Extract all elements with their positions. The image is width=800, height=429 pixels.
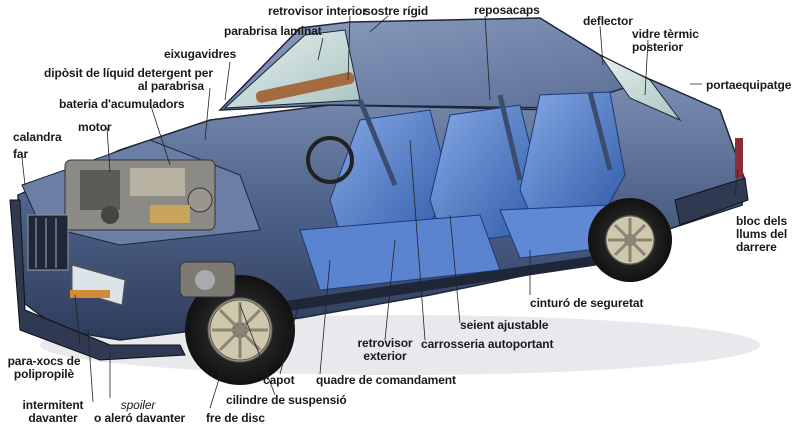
label-cinturo: cinturó de seguretat bbox=[530, 296, 644, 310]
label-bloc-1: bloc dels bbox=[736, 214, 788, 228]
label-retrovisor-exterior-2: exterior bbox=[363, 349, 407, 363]
front-wheel bbox=[185, 275, 295, 385]
label-far: far bbox=[13, 147, 29, 161]
engine bbox=[64, 159, 216, 231]
rear-window bbox=[599, 54, 682, 122]
label-cilindre: cilindre de suspensió bbox=[226, 393, 347, 407]
rear-wheel bbox=[588, 198, 672, 282]
label-deflector: deflector bbox=[583, 14, 633, 28]
label-motor: motor bbox=[78, 120, 112, 134]
label-fre: fre de disc bbox=[206, 411, 265, 425]
rear-light bbox=[735, 138, 743, 178]
label-seient: seient ajustable bbox=[460, 318, 549, 332]
label-sostre-rigid: sostre rígid bbox=[364, 4, 429, 18]
headlight bbox=[71, 264, 126, 306]
interior bbox=[299, 91, 631, 291]
label-reposacaps: reposacaps bbox=[474, 3, 540, 17]
label-intermitent-1: intermitent bbox=[22, 398, 84, 412]
label-paraxocs-2: polipropilè bbox=[13, 367, 75, 381]
rear-bumper bbox=[674, 177, 749, 226]
label-eixugavidres: eixugavidres bbox=[164, 47, 237, 61]
suspension bbox=[179, 261, 236, 298]
label-spoiler-italic: spoiler bbox=[120, 398, 156, 412]
side-stripe bbox=[190, 232, 665, 325]
label-capot: capot bbox=[263, 373, 295, 387]
label-vidre-termic-2: posterior bbox=[632, 40, 684, 54]
label-bloc-3: darrere bbox=[736, 240, 777, 254]
label-vidre-termic-1: vidre tèrmic bbox=[632, 27, 699, 41]
label-intermitent-2: davanter bbox=[28, 411, 78, 425]
grille bbox=[27, 214, 69, 271]
label-spoiler-1: spoiler bbox=[94, 398, 182, 412]
label-bateria: bateria d'acumuladors bbox=[59, 97, 185, 111]
front-indicator bbox=[70, 290, 110, 298]
leader-lines bbox=[21, 15, 739, 409]
label-quadre: quadre de comandament bbox=[316, 373, 456, 387]
label-retrovisor-interior: retrovisor interior bbox=[268, 4, 367, 18]
label-paraxocs-1: para-xocs de bbox=[7, 354, 81, 368]
label-carrosseria: carrosseria autoportant bbox=[421, 337, 554, 351]
door-pillars bbox=[357, 91, 613, 186]
label-retrovisor-exterior-1: retrovisor bbox=[357, 336, 413, 350]
dashboard-bar bbox=[255, 72, 355, 103]
front-bumper bbox=[9, 199, 186, 361]
label-parabrisa-laminat: parabrisa laminat bbox=[224, 24, 322, 38]
label-diposit-2: al parabrisa bbox=[137, 79, 204, 93]
label-spoiler-2: o aleró davanter bbox=[94, 411, 186, 425]
label-bloc-2: llums del bbox=[736, 227, 788, 241]
label-portaequipatge: portaequipatge bbox=[706, 78, 792, 92]
label-calandra: calandra bbox=[13, 130, 62, 144]
label-diposit-1: dipòsit de líquid detergent per bbox=[44, 66, 213, 80]
